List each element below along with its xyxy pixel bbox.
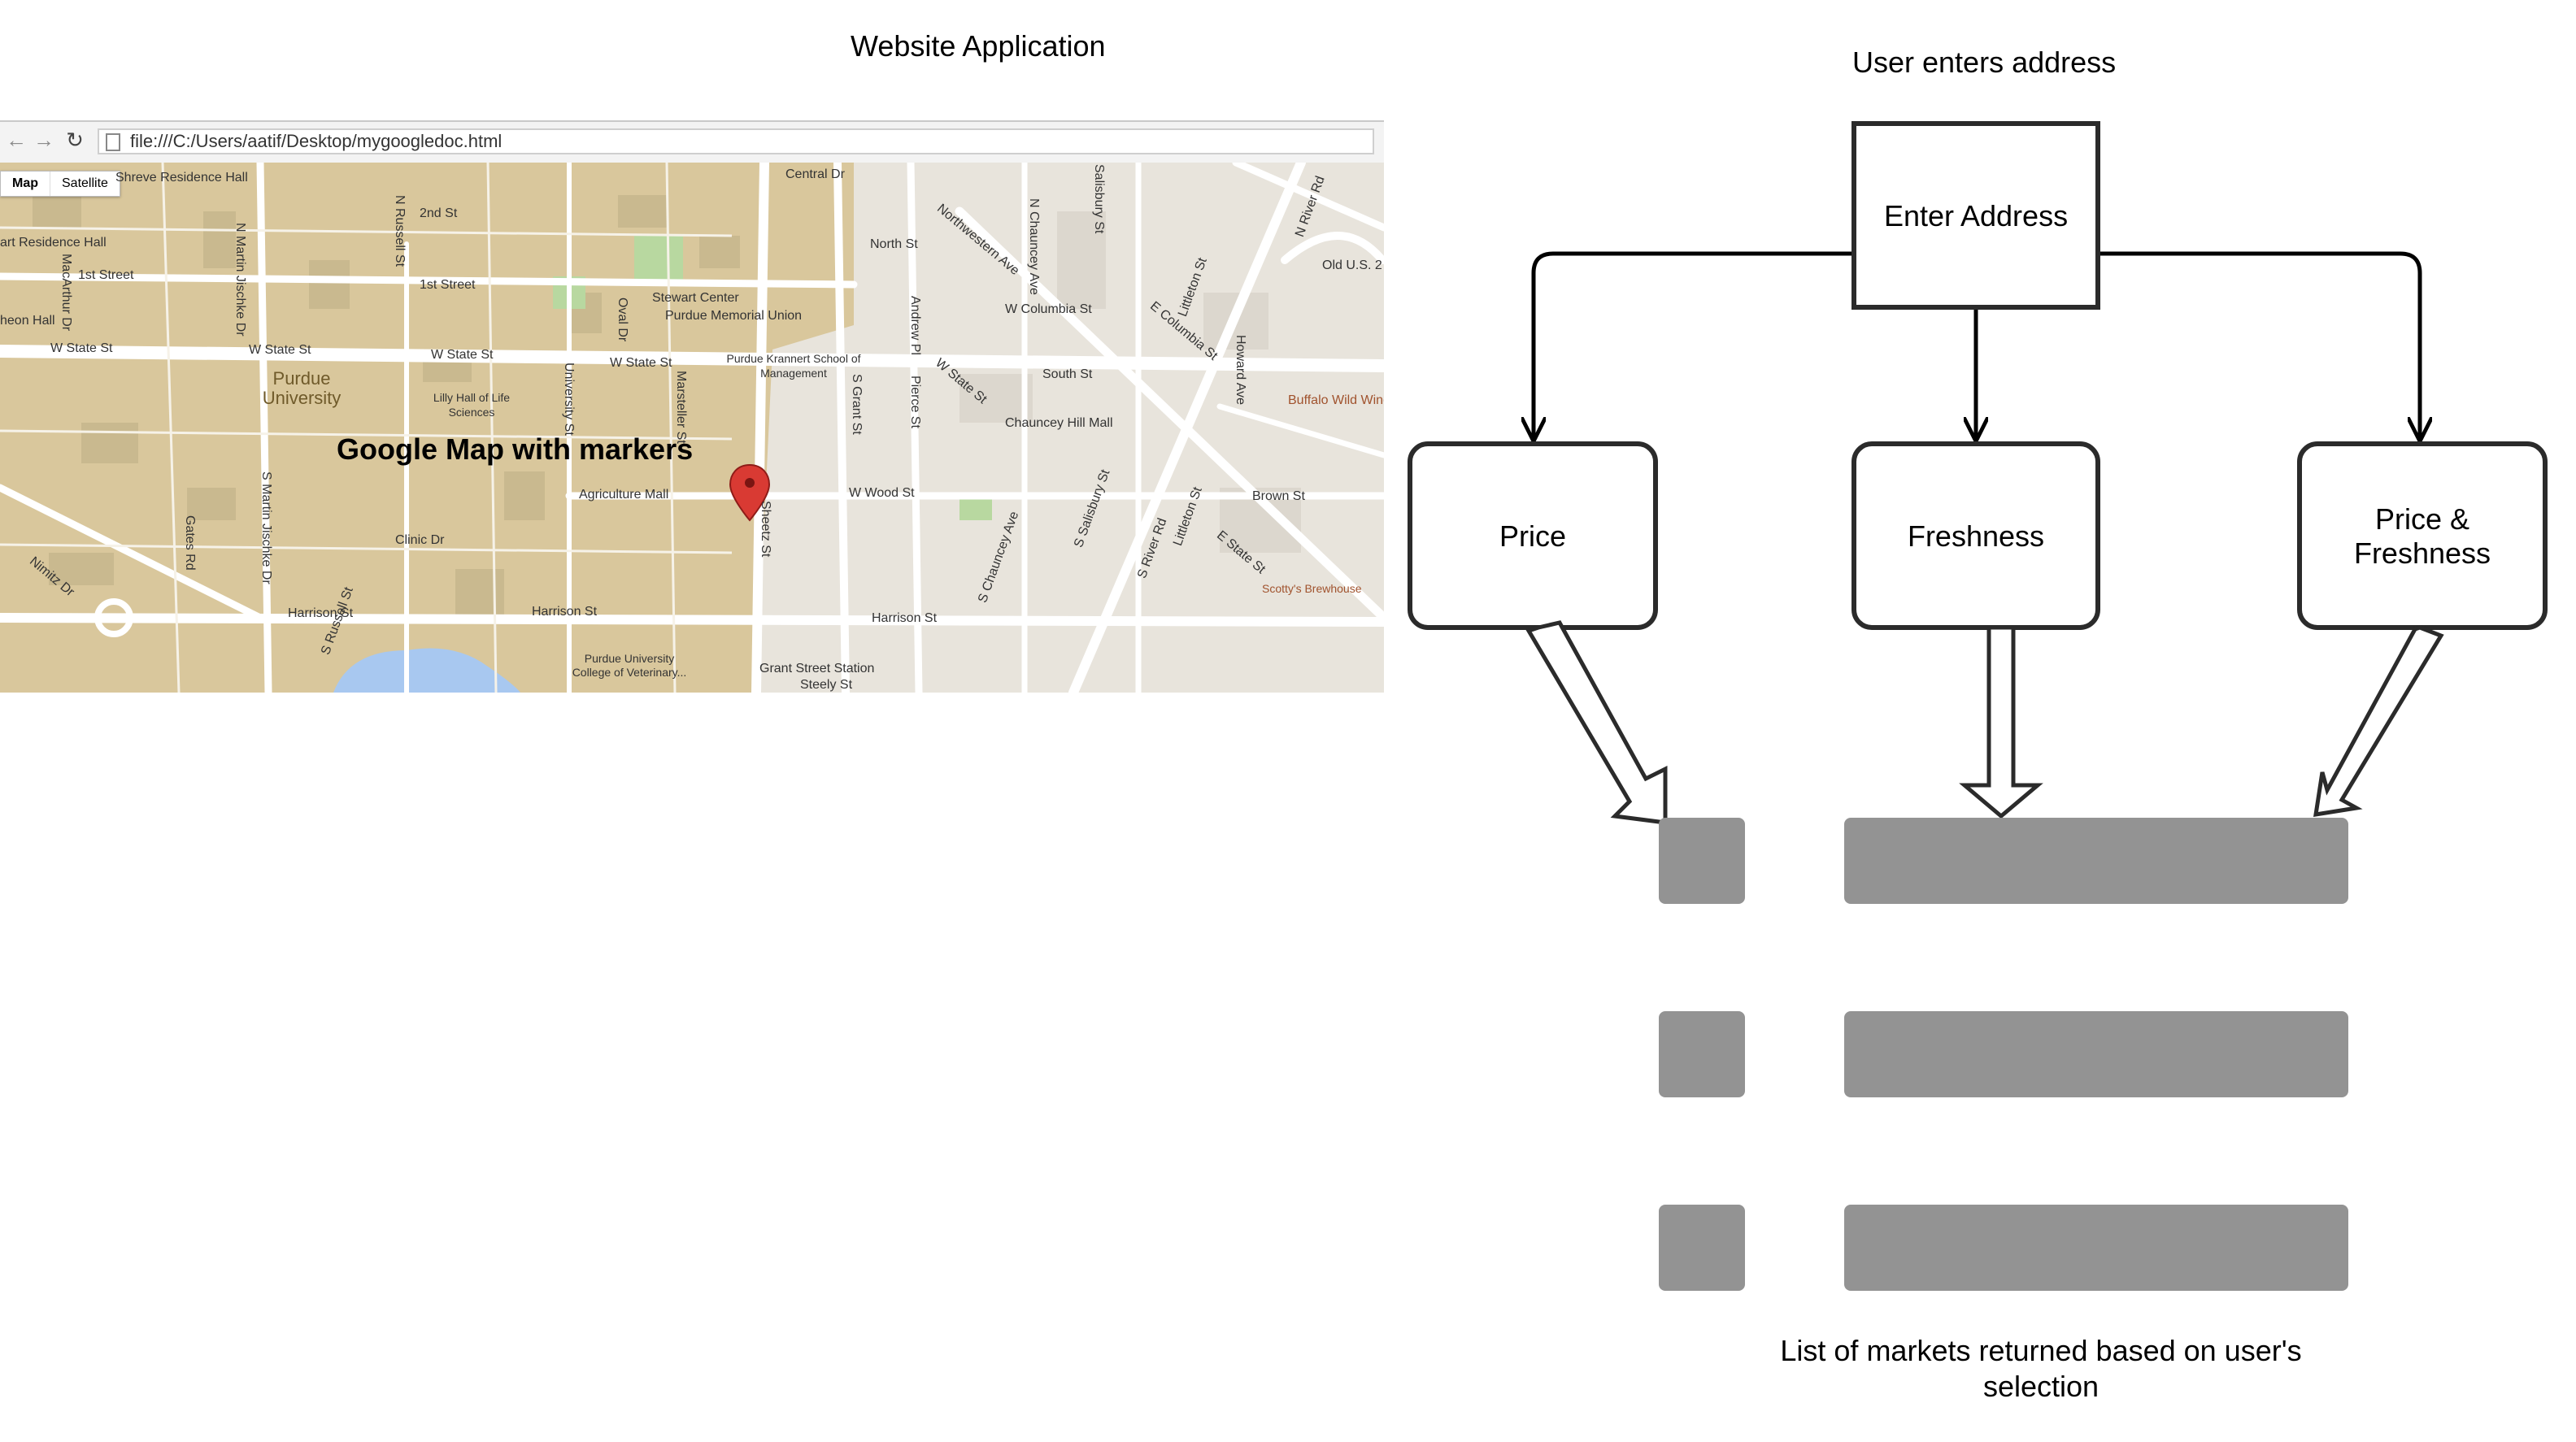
result-bar xyxy=(1844,1011,2348,1097)
result-thumb xyxy=(1659,1205,1745,1291)
map-label: Central Dr xyxy=(785,167,845,181)
reload-icon[interactable]: ↻ xyxy=(66,128,84,152)
arrow-to-price xyxy=(1534,251,1854,439)
list-caption: List of markets returned based on user's… xyxy=(1780,1334,2302,1403)
map-label: Stewart Center xyxy=(652,291,739,305)
map-label: Purdue University xyxy=(262,368,342,408)
result-bar xyxy=(1844,1205,2348,1291)
map-label: Harrison St xyxy=(532,605,598,619)
map-type-satellite-button[interactable]: Satellite xyxy=(62,176,108,190)
arrow-right-icon[interactable]: → xyxy=(33,128,54,152)
map-label: MacArthur Dr xyxy=(59,254,73,332)
map-label: heon Hall xyxy=(0,314,55,328)
map-label: Chauncey Hill Mall xyxy=(1005,416,1113,430)
result-bar xyxy=(1844,818,2348,904)
map-label: Grant Street Station xyxy=(759,662,875,675)
map-label: N Chauncey Ave xyxy=(1027,198,1041,295)
price-label: Price xyxy=(1499,519,1567,553)
price-freshness-label: Price & Freshness xyxy=(2353,502,2491,570)
map-label: Sheetz St xyxy=(759,501,772,558)
map-label: art Residence Hall xyxy=(0,236,107,250)
address-url: file:///C:/Users/aatif/Desktop/mygoogled… xyxy=(130,131,503,151)
map-label: W State St xyxy=(431,348,494,362)
map-label: Steely St xyxy=(800,678,853,692)
map-label: Pierce St xyxy=(908,376,922,428)
flow-title: User enters address xyxy=(1852,46,2117,79)
map-label: W State St xyxy=(50,341,113,355)
map-label: Brown St xyxy=(1252,489,1305,503)
map-label: North St xyxy=(870,237,918,251)
arrow-to-price-freshness xyxy=(2098,251,2420,439)
browser-window: ← → ↻ file:///C:/Users/aatif/Desktop/myg… xyxy=(0,120,1384,693)
map-label: 1st Street xyxy=(78,268,134,282)
map-label: Salisbury St xyxy=(1092,164,1106,234)
map-label: S Grant St xyxy=(850,374,864,435)
map-label: Buffalo Wild Wings xyxy=(1288,393,1384,407)
map-pin-icon[interactable] xyxy=(729,463,771,522)
map-label: Scotty's Brewhouse xyxy=(1262,582,1362,595)
map-label: Purdue Krannert School of Management xyxy=(726,352,861,380)
map-label: W Wood St xyxy=(849,486,915,500)
map-label: Harrison St xyxy=(288,606,354,620)
map-label: Harrison St xyxy=(872,611,938,625)
map-label: University St xyxy=(562,363,576,436)
map-label: Agriculture Mall xyxy=(579,488,669,502)
map-type-control[interactable]: Map Satellite xyxy=(0,171,120,197)
page-icon xyxy=(106,133,120,151)
map-label: Purdue Memorial Union xyxy=(665,309,803,323)
result-thumb xyxy=(1659,1011,1745,1097)
map-label: W Columbia St xyxy=(1005,302,1092,316)
map-label: South St xyxy=(1042,367,1093,381)
result-thumb xyxy=(1659,818,1745,904)
map-label: W State St xyxy=(249,343,311,357)
address-bar[interactable]: file:///C:/Users/aatif/Desktop/mygoogled… xyxy=(98,128,1374,154)
enter-address-label: Enter Address xyxy=(1883,199,2069,232)
map-label: N Russell St xyxy=(393,195,407,267)
map-caption: Google Map with markers xyxy=(337,432,694,466)
map-label: S Martin Jischke Dr xyxy=(259,471,273,584)
block-arrow-price-freshness xyxy=(2313,625,2444,818)
arrow-left-icon[interactable]: ← xyxy=(6,128,27,152)
map-label: Purdue University College of Veterinary.… xyxy=(572,652,687,679)
block-arrow-freshness xyxy=(1959,625,2043,819)
map-label: Howard Ave xyxy=(1234,335,1247,405)
map-label: 2nd St xyxy=(420,206,458,220)
map-label: Andrew Pl xyxy=(908,296,922,355)
block-arrow-price xyxy=(1525,620,1668,825)
map-label: Shreve Residence Hall xyxy=(115,171,248,185)
freshness-label: Freshness xyxy=(1907,519,2045,553)
map-label: Clinic Dr xyxy=(395,533,445,547)
map-label: Gates Rd xyxy=(183,515,197,571)
map-label: W State St xyxy=(610,356,672,370)
map-label: Oval Dr xyxy=(616,298,629,342)
app-title: Website Application xyxy=(851,29,1106,63)
browser-toolbar: ← → ↻ file:///C:/Users/aatif/Desktop/myg… xyxy=(0,120,1384,164)
map-label: Old U.S. 2 xyxy=(1322,258,1382,272)
map-type-map-button[interactable]: Map xyxy=(1,172,50,196)
map-label: Lilly Hall of Life Sciences xyxy=(433,391,511,419)
map-label: 1st Street xyxy=(420,278,476,292)
map-canvas[interactable] xyxy=(0,163,1384,693)
map-label: N Martin Jischke Dr xyxy=(233,223,247,337)
